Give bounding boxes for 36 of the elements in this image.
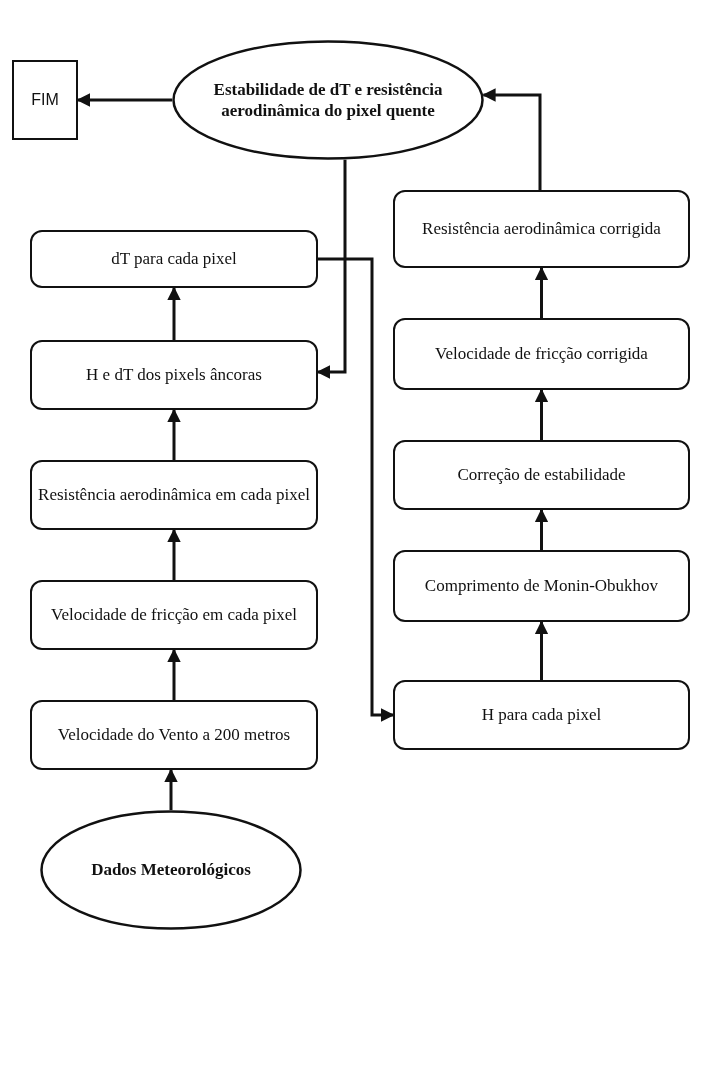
node-label: Resistência aerodinâmica em cada pixel (37, 484, 311, 506)
arrow (482, 88, 542, 190)
process-box (393, 318, 690, 390)
node-label: Velocidade de fricção em cada pixel (50, 604, 298, 626)
node-label: Resistência aerodinâmica corrigida (421, 218, 662, 240)
node-label: Velocidade de fricção corrigida (434, 343, 649, 365)
node-label: dT para cada pixel (110, 248, 238, 270)
node-label: Dados Meteorológicos (90, 859, 252, 881)
arrow (316, 159, 347, 379)
arrow (534, 266, 549, 318)
process-box (30, 230, 318, 288)
arrow (164, 768, 178, 810)
node-label: FIM (30, 90, 60, 110)
node-label: H e dT dos pixels âncoras (85, 364, 263, 386)
process-box (393, 190, 690, 268)
process-box (30, 340, 318, 410)
end-box (12, 60, 78, 140)
node-label: H para cada pixel (480, 704, 603, 726)
arrow (534, 388, 549, 440)
node-label: Comprimento de Monin-Obukhov (423, 575, 660, 597)
process-box (393, 550, 690, 622)
arrow (167, 286, 181, 340)
process-box (30, 580, 318, 650)
arrow (167, 408, 181, 460)
arrow (167, 528, 181, 580)
arrow (167, 648, 181, 700)
arrow (534, 508, 549, 550)
process-box (393, 680, 690, 750)
node-label: Correção de estabilidade (456, 464, 627, 486)
process-box (30, 700, 318, 770)
node-label: Estabilidade de dT e resistência aerodinâmica do pixel quente (212, 78, 444, 122)
process-box (393, 440, 690, 510)
arrow (318, 257, 395, 722)
process-box (30, 460, 318, 530)
node-label: Velocidade do Vento a 200 metros (56, 724, 292, 746)
arrow (534, 620, 549, 680)
